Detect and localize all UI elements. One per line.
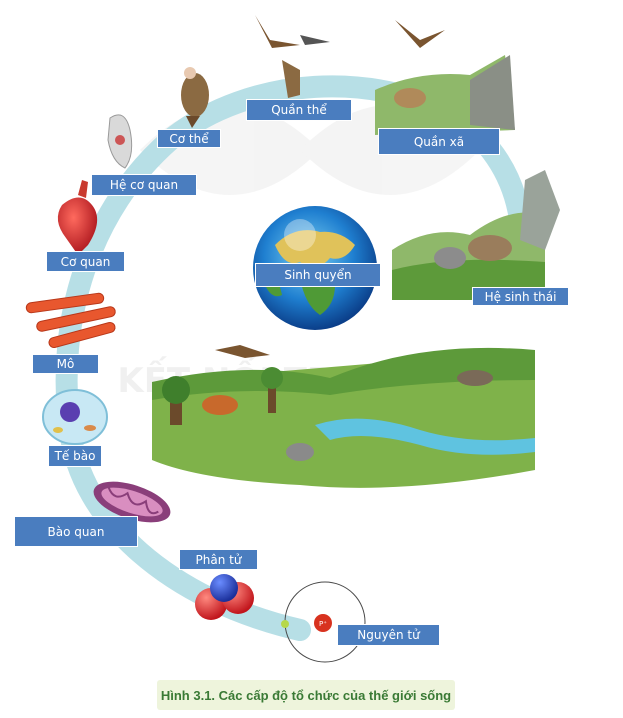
label-phan-tu: Phân tử xyxy=(179,549,258,570)
population-image xyxy=(255,15,330,98)
heart-icon xyxy=(57,180,98,255)
figure-caption: Hình 3.1. Các cấp độ tổ chức của thế giớ… xyxy=(157,680,455,710)
vulture-icon xyxy=(181,67,209,128)
organ-system-icon xyxy=(107,114,133,169)
label-sinh-quyen: Sinh quyển xyxy=(255,263,381,287)
label-quan-the: Quần thể xyxy=(246,99,352,121)
label-mo: Mô xyxy=(32,354,99,374)
label-co-quan: Cơ quan xyxy=(46,251,125,272)
label-te-bao: Tế bào xyxy=(48,445,102,467)
community-image xyxy=(375,20,515,135)
label-quan-xa: Quần xã xyxy=(378,128,500,155)
ecosystem-image xyxy=(392,170,560,300)
cell-icon xyxy=(42,389,108,445)
label-nguyen-tu: Nguyên tử xyxy=(337,624,440,646)
molecule-icon xyxy=(195,574,254,620)
label-co-the: Cơ thể xyxy=(157,129,221,148)
landscape-scene xyxy=(152,347,535,488)
label-bao-quan: Bào quan xyxy=(14,516,138,547)
label-he-co-quan: Hệ cơ quan xyxy=(91,174,197,196)
label-he-sinh-thai: Hệ sinh thái xyxy=(472,287,569,306)
atom-proton-label: P⁺ xyxy=(319,620,327,628)
eagle-icon xyxy=(215,345,270,358)
mitochondria-icon xyxy=(93,481,171,523)
tissue-icon xyxy=(25,292,116,349)
atom-icon: P⁺ xyxy=(281,581,366,663)
